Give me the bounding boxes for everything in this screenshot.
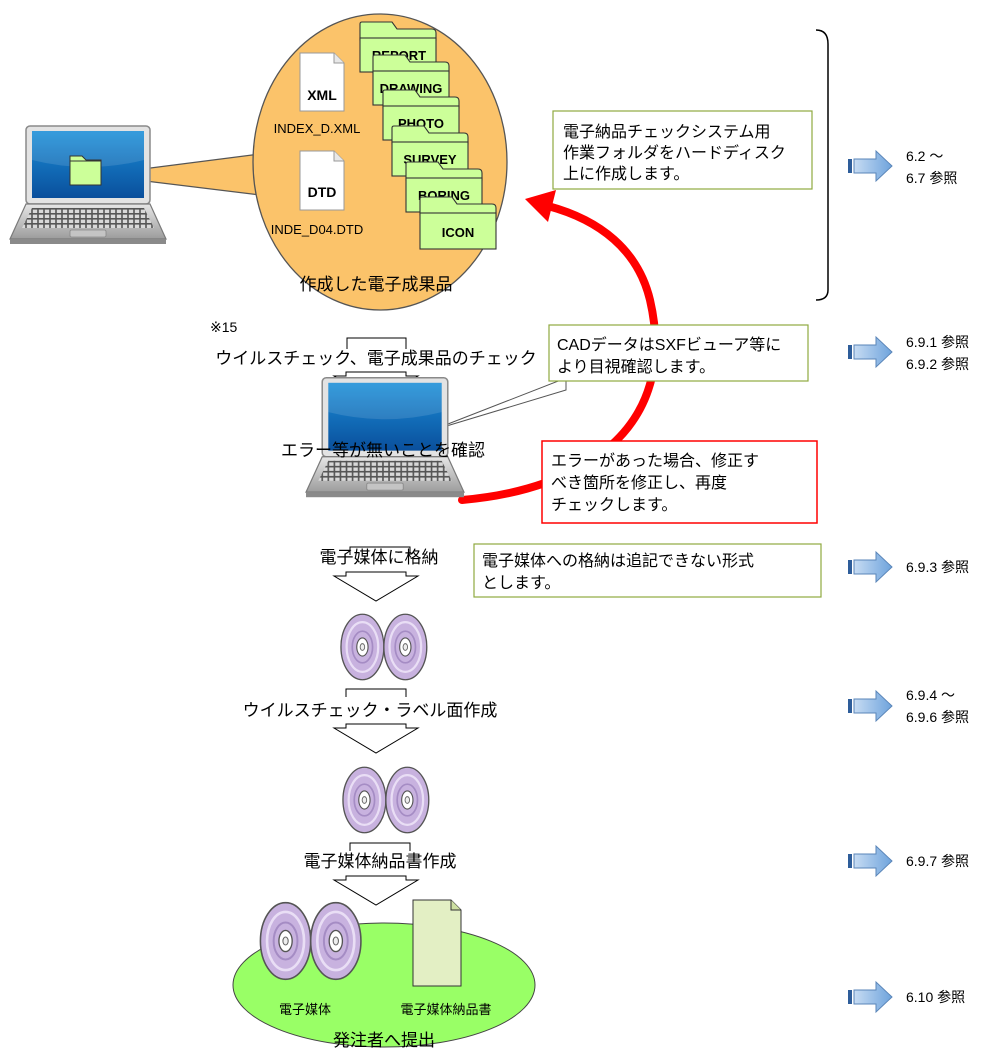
note-work-folder: 電子納品チェックシステム用 作業フォルダをハードディスク 上に作成します。 bbox=[552, 110, 813, 190]
ref-1-line-1: 6.2 ～ bbox=[906, 148, 943, 164]
ref-4-line-2: 6.9.6 参照 bbox=[906, 709, 969, 725]
footnote-marker: ※15 bbox=[210, 319, 238, 335]
ref-3-line-1: 6.9.3 参照 bbox=[906, 559, 969, 575]
ref-6-line-1: 6.10 参照 bbox=[906, 989, 965, 1005]
check-flow-bracket bbox=[346, 337, 407, 349]
disc-pair-2-icon bbox=[343, 767, 429, 832]
ref-4: 6.9.4 ～ 6.9.6 参照 bbox=[848, 687, 969, 725]
note-cad-line-1: CADデータはSXFビューア等に bbox=[557, 335, 781, 354]
folder-stack: REPORT DRAWING PHOTO SURVEY BORING ICON bbox=[359, 21, 497, 250]
flow-arrow-4 bbox=[332, 875, 420, 906]
xml-file-icon: XML bbox=[299, 52, 345, 112]
note-work-folder-line-2: 作業フォルダをハードディスク bbox=[563, 143, 786, 162]
ref-6: 6.10 参照 bbox=[848, 980, 965, 1014]
ref-5-line-1: 6.9.7 参照 bbox=[906, 853, 969, 869]
note-work-folder-line-3: 上に作成します。 bbox=[563, 165, 689, 183]
note-work-folder-line-1: 電子納品チェックシステム用 bbox=[563, 123, 771, 141]
ref-arrow-1-icon bbox=[848, 149, 893, 183]
ref-arrow-4-icon bbox=[848, 689, 893, 723]
dtd-file-name: INDE_D04.DTD bbox=[271, 222, 363, 237]
flow-arrow-2 bbox=[332, 571, 420, 602]
ref-arrow-3-icon bbox=[848, 550, 893, 584]
ref-arrow-6-icon bbox=[848, 980, 893, 1014]
step-virus-deliverable-check: ウイルスチェック、電子成果品のチェック bbox=[215, 349, 536, 368]
bubble-caption: 作成した電子成果品 bbox=[300, 275, 453, 294]
laptop-1-icon bbox=[9, 125, 167, 245]
label-flow-bracket bbox=[345, 688, 407, 697]
delivery-doc-label: 電子媒体納品書 bbox=[400, 1002, 491, 1017]
store-flow-bracket bbox=[349, 546, 411, 555]
ref-arrow-5-icon bbox=[848, 844, 893, 878]
ref-1: 6.2 ～ 6.7 参照 bbox=[848, 148, 957, 186]
ref-4-line-1: 6.9.4 ～ bbox=[906, 687, 955, 703]
step-virus-label-creation: ウイルスチェック・ラベル面作成 bbox=[243, 701, 498, 720]
laptop-2-icon bbox=[305, 376, 465, 498]
note-cad: CADデータはSXFビューア等に より目視確認します。 bbox=[429, 324, 809, 432]
folder-icon-label: ICON bbox=[442, 225, 475, 240]
submission-oval: 電子媒体 電子媒体納品書 bbox=[232, 899, 536, 1048]
step-confirm-no-errors: エラー等が無いことを確認 bbox=[281, 441, 485, 460]
xml-icon-label: XML bbox=[307, 87, 337, 103]
delivery-flow-bracket bbox=[349, 842, 411, 851]
note-media-line-2: とします。 bbox=[482, 574, 560, 592]
ref-2: 6.9.1 参照 6.9.2 参照 bbox=[848, 334, 969, 372]
delivery-doc-icon bbox=[412, 899, 462, 987]
screen-folder-icon bbox=[69, 155, 102, 186]
note-media: 電子媒体への格納は追記できない形式 とします。 bbox=[473, 543, 822, 598]
note-error: エラーがあった場合、修正す べき箇所を修正し、再度 チェックします。 bbox=[541, 440, 818, 524]
flow-arrow-3 bbox=[332, 723, 420, 754]
note-cad-line-2: より目視確認します。 bbox=[557, 358, 715, 376]
ref-5: 6.9.7 参照 bbox=[848, 844, 969, 878]
step-delivery-doc-creation: 電子媒体納品書作成 bbox=[304, 852, 457, 871]
right-bracket bbox=[815, 29, 829, 301]
ref-2-line-1: 6.9.1 参照 bbox=[906, 334, 969, 350]
disc-pair-1-icon bbox=[341, 614, 427, 679]
ref-1-line-2: 6.7 参照 bbox=[906, 170, 957, 186]
media-label: 電子媒体 bbox=[279, 1002, 331, 1017]
dtd-file-icon: DTD bbox=[299, 150, 345, 211]
note-error-line-1: エラーがあった場合、修正す bbox=[551, 452, 759, 470]
note-media-line-1: 電子媒体への格納は追記できない形式 bbox=[482, 552, 754, 570]
ref-arrow-2-icon bbox=[848, 335, 893, 369]
note-error-line-2: べき箇所を修正し、再度 bbox=[551, 474, 727, 492]
ref-2-line-2: 6.9.2 参照 bbox=[906, 356, 969, 372]
submit-to-client-label: 発注者へ提出 bbox=[333, 1031, 435, 1050]
dtd-icon-label: DTD bbox=[308, 184, 337, 200]
step-store-to-media: 電子媒体に格納 bbox=[320, 548, 439, 567]
xml-file-name: INDEX_D.XML bbox=[274, 121, 361, 136]
folder-icon-folder-icon: ICON bbox=[419, 196, 497, 250]
ref-3: 6.9.3 参照 bbox=[848, 550, 969, 584]
note-error-line-3: チェックします。 bbox=[551, 496, 677, 514]
